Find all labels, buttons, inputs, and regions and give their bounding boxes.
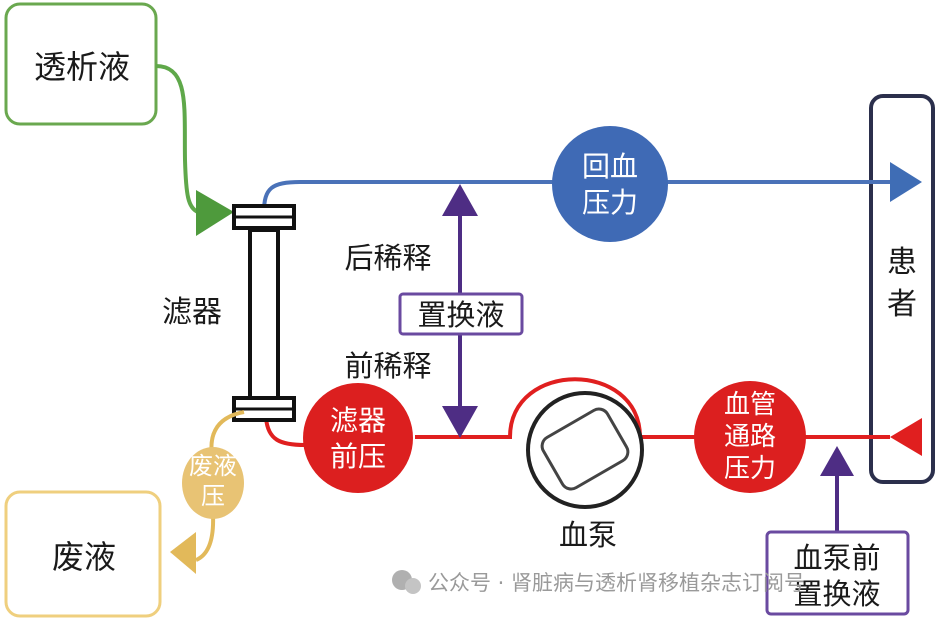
prefilter-pressure-label-2: 前压	[330, 440, 386, 473]
pre-pump-replacement-box	[765, 530, 910, 616]
dialysate-inlet-arrow	[196, 190, 234, 236]
prefilter-pressure-gauge	[303, 383, 413, 493]
return-pressure-gauge	[552, 126, 668, 242]
pre-dilution-label: 前稀释	[344, 349, 431, 383]
effluent-pressure-label-1: 废液	[189, 452, 237, 480]
waste-label: 废液	[52, 538, 116, 576]
filter-label: 滤器	[162, 295, 222, 330]
replacement-fluid-box	[398, 292, 524, 336]
blood-pump-rotor	[540, 407, 630, 491]
pre-pump-replacement-label-1: 血泵前	[793, 541, 880, 575]
replacement-fluid-label: 置换液	[417, 298, 504, 332]
waste-arrow	[170, 532, 196, 574]
effluent-pressure-label-2: 压	[201, 482, 225, 510]
watermark-text: 公众号 · 肾脏病与透析肾移植杂志订阅号	[428, 571, 805, 595]
return-pressure-label-1: 回血	[582, 150, 638, 183]
dialysate-line	[155, 64, 199, 214]
pre-pump-replacement-label-2: 置换液	[793, 577, 880, 611]
access-pressure-label-2: 通路	[724, 422, 776, 452]
prefilter-pressure-label-1: 滤器	[330, 404, 386, 437]
access-pressure-label-3: 压力	[724, 454, 776, 484]
filter-body	[248, 228, 280, 410]
access-pressure-gauge	[694, 381, 806, 493]
waste-box	[4, 490, 162, 618]
effluent-pressure-gauge	[182, 447, 244, 519]
patient-label-2: 者	[887, 287, 917, 322]
dialysate-label: 透析液	[34, 48, 130, 86]
blood-pump-label: 血泵	[559, 518, 617, 552]
pre-pump-replacement-arrow	[820, 446, 854, 476]
wechat-icon-bubble	[405, 578, 421, 594]
watermark: 公众号 · 肾脏病与透析肾移植杂志订阅号	[392, 570, 805, 595]
patient-label-1: 患	[887, 245, 917, 280]
return-pressure-label-2: 压力	[582, 186, 638, 219]
patient-box	[869, 94, 935, 484]
return-arrow	[890, 162, 922, 202]
post-dilution-label: 后稀释	[344, 241, 431, 275]
pre-dilution-arrow	[442, 406, 478, 438]
access-pressure-label-1: 血管	[724, 390, 776, 420]
post-dilution-arrow	[442, 184, 478, 216]
arterial-line	[264, 377, 890, 447]
arterial-inlet-arrow	[890, 418, 922, 456]
